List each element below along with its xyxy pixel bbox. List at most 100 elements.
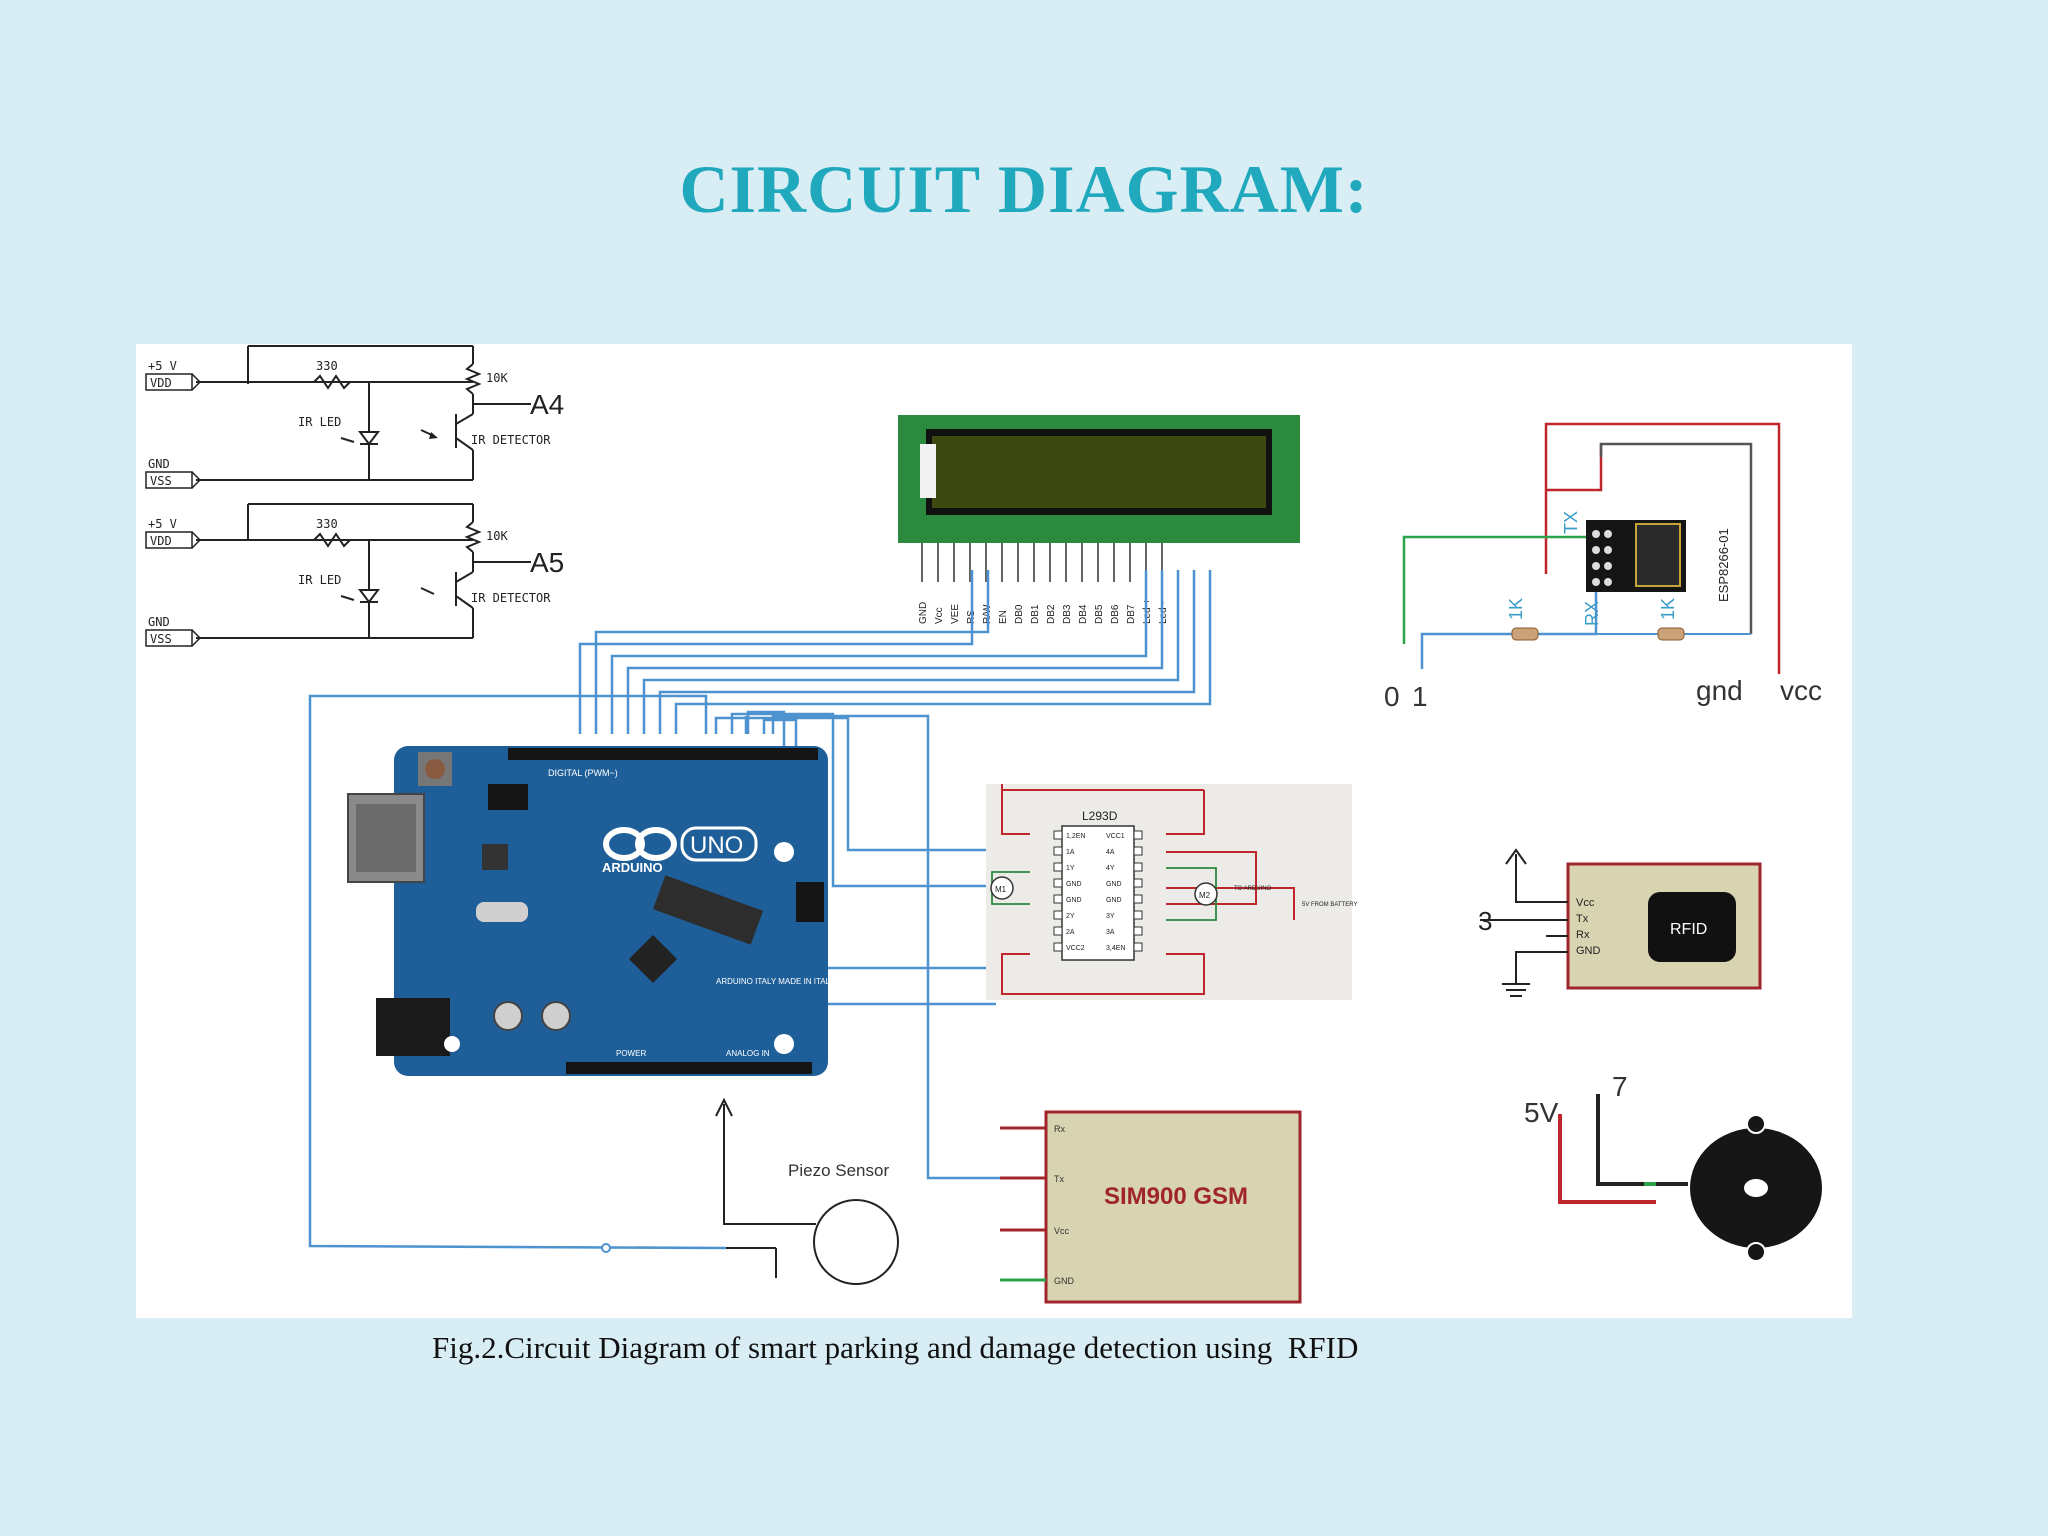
buzzer-5v-label: 5V [1524, 1097, 1559, 1128]
figure-caption: Fig.2.Circuit Diagram of smart parking a… [432, 1330, 1359, 1365]
arduino-brand: ARDUINO [602, 860, 663, 875]
l293d-pin-box [1053, 830, 1063, 840]
rfid-pin-number: 3 [1478, 906, 1492, 936]
gsm-pin-label: Tx [1054, 1174, 1064, 1184]
esp-chip-label: ESP8266-01 [1716, 528, 1731, 602]
rfid-pin-label: GND [1576, 945, 1601, 957]
l293d-left-pin: 2A [1066, 929, 1075, 936]
lcd-pin-label: DB3 [1062, 604, 1073, 624]
rfid-label: RFID [1670, 921, 1707, 938]
lcd-pin-label: GND [918, 602, 929, 624]
l293d-right-pin: GND [1106, 881, 1122, 888]
buzzer: 5V 7 [1524, 1071, 1822, 1262]
lcd-pin-label: DB1 [1030, 604, 1041, 624]
l293d-right-pin: GND [1106, 897, 1122, 904]
page-title: CIRCUIT DIAGRAM: [679, 151, 1369, 227]
l293d-pin-box [1133, 894, 1143, 904]
l293d-left-pin: GND [1066, 881, 1082, 888]
lcd-pin-label: Vcc [934, 607, 945, 624]
ir2-vss-label: VSS [150, 632, 172, 646]
arduino-digital-label: DIGITAL (PWM~) [548, 768, 618, 778]
rfid-pin-label: Vcc [1576, 897, 1595, 909]
lcd-pin-label: DB2 [1046, 604, 1057, 624]
piezo-sensor: Piezo Sensor [601, 1097, 899, 1285]
lcd-pin-label: DB5 [1094, 604, 1105, 624]
ir2-pin-label: A5 [530, 547, 564, 578]
ir1-vdd-top: +5 V [148, 359, 177, 373]
l293d-right-pin: 4Y [1106, 865, 1115, 872]
lcd-pin-label: VEE [950, 604, 961, 624]
ir1-pin-label: A4 [530, 389, 564, 420]
l293d-pin-box [1053, 942, 1063, 952]
gsm-pin-label: Rx [1054, 1124, 1065, 1134]
lcd-pin-label: EN [998, 610, 1009, 624]
l293d-pin-box [1133, 926, 1143, 936]
ir2-resistor2: 10K [486, 529, 508, 543]
arduino-model: UNO [690, 832, 743, 859]
ir1-vdd-label: VDD [150, 376, 172, 390]
ir1-resistor2: 10K [486, 371, 508, 385]
esp-pin1: 1 [1412, 681, 1428, 712]
circuit-diagram-svg: +5 V VDD 330 10K IR LED IR DETECTOR GND … [145, 345, 1822, 1304]
l293d-pin-box [1053, 894, 1063, 904]
l293d-pin-box [1053, 878, 1063, 888]
wiring-blue [308, 570, 1212, 1250]
ir1-gnd-top: GND [148, 457, 170, 471]
arduino-uno: UNO ARDUINO DIGITAL (PWM~) ARDUINO ITALY… [347, 746, 836, 1076]
lcd-pin-label: DB6 [1110, 604, 1121, 624]
l293d-pin-box [1053, 862, 1063, 872]
circuit-diagram-figure: +5 V VDD 330 10K IR LED IR DETECTOR GND … [136, 344, 1852, 1318]
l293d-pin-box [1133, 862, 1143, 872]
lcd-pin-label: Led + [1142, 599, 1153, 624]
ir1-resistor: 330 [316, 359, 338, 373]
ir1-detector-label: IR DETECTOR [471, 433, 551, 447]
arduino-power-label: POWER [616, 1049, 646, 1058]
esp-resistor-right: 1K [1658, 598, 1678, 620]
l293d-title: L293D [1082, 809, 1118, 823]
ir2-detector-label: IR DETECTOR [471, 591, 551, 605]
l293d-pin-box [1053, 846, 1063, 856]
gsm-label: SIM900 GSM [1104, 1183, 1248, 1210]
l293d-pin-box [1053, 926, 1063, 936]
l293d-left-pin: GND [1066, 897, 1082, 904]
l293d-pin-box [1133, 878, 1143, 888]
l293d-left-pin: 2Y [1066, 913, 1075, 920]
lcd-pin-label: DB0 [1014, 604, 1025, 624]
l293d-right-pin: 4A [1106, 849, 1115, 856]
esp-tx-label: TX [1561, 511, 1581, 534]
l293d-pin-box [1053, 910, 1063, 920]
esp-gnd: gnd [1696, 675, 1743, 706]
l293d-left-pin: 1Y [1066, 865, 1075, 872]
l293d-right-pin: 3Y [1106, 913, 1115, 920]
rfid-pin-label: Rx [1576, 929, 1590, 941]
ir2-vdd-top: +5 V [148, 517, 177, 531]
ir-sensor-a5 [196, 503, 531, 639]
esp-resistor-left: 1K [1506, 598, 1526, 620]
l293d-left-pin: 1,2EN [1066, 833, 1085, 840]
ir2-gnd-top: GND [148, 615, 170, 629]
ir-sensor-a4 [196, 345, 531, 481]
l293d-pin-box [1133, 830, 1143, 840]
l293d-motor-right: M2 [1199, 891, 1211, 900]
l293d-right-pin: VCC1 [1106, 833, 1125, 840]
lcd-pin-label: DB7 [1126, 604, 1137, 624]
piezo-label: Piezo Sensor [788, 1161, 889, 1180]
esp8266-module: TX RX 1K 1K ESP8266-01 0 1 gnd vcc [1384, 422, 1822, 712]
buzzer-pin-label: 7 [1612, 1071, 1628, 1102]
l293d-motor-left: M1 [995, 885, 1007, 894]
l293d-pin-box [1133, 910, 1143, 920]
ir2-vdd-label: VDD [150, 534, 172, 548]
l293d-battery: 5V FROM BATTERY [1302, 902, 1357, 908]
ir1-led-label: IR LED [298, 415, 341, 429]
esp-vcc: vcc [1780, 675, 1822, 706]
lcd-pin-label: Led - [1158, 601, 1169, 624]
rfid-pin-label: Tx [1576, 913, 1589, 925]
esp-rx-label: RX [1582, 601, 1602, 626]
ir2-led-label: IR LED [298, 573, 341, 587]
ir1-vss-label: VSS [150, 474, 172, 488]
ir2-resistor: 330 [316, 517, 338, 531]
